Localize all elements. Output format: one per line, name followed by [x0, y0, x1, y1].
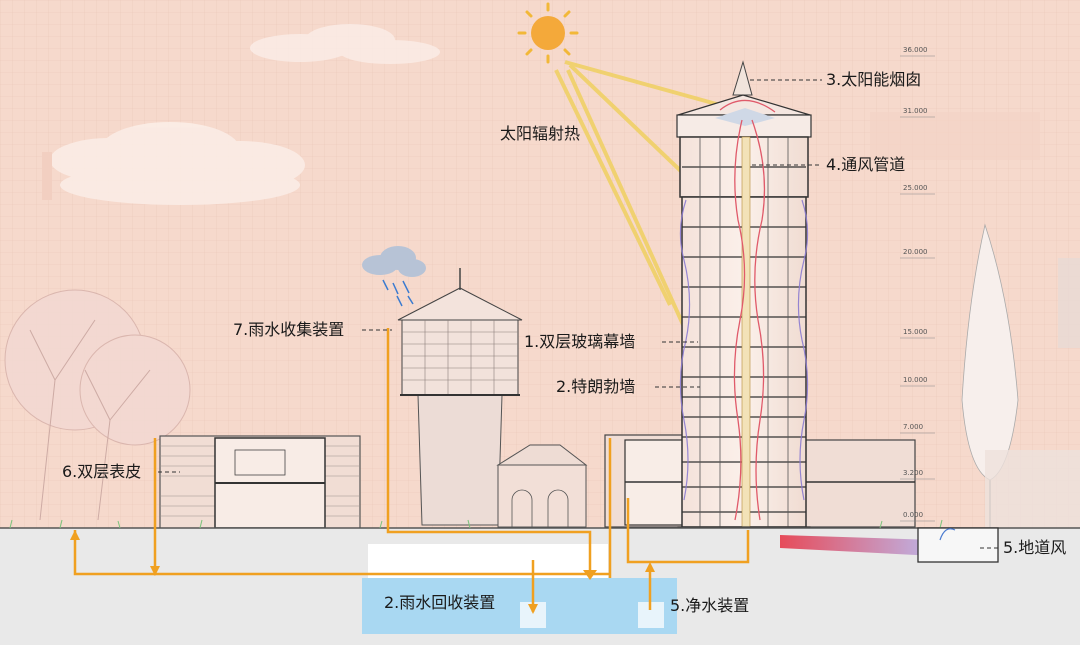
- tunnel-wind: [780, 527, 999, 563]
- label-double-glass: 1.双层玻璃幕墙: [524, 332, 636, 351]
- building-middle: [496, 444, 588, 528]
- elevation-label: 7.000: [903, 423, 924, 431]
- solar-tower: [676, 60, 812, 556]
- far-right-block: [1058, 258, 1080, 348]
- elevation-label: 20.000: [903, 248, 928, 256]
- solar-rays: [554, 60, 721, 341]
- underground-chamber: [368, 544, 608, 578]
- cloud-right: [870, 112, 1040, 160]
- elevation-label: 36.000: [903, 46, 928, 54]
- sun-icon: [517, 2, 579, 64]
- elevation-ticks: [900, 55, 935, 522]
- label-trombe-wall: 2.特朗勃墙: [556, 377, 636, 396]
- elevation-label: 15.000: [903, 328, 928, 336]
- elevation-label: 3.200: [903, 469, 924, 477]
- elevation-label: 10.000: [903, 376, 928, 384]
- building-left: [159, 435, 361, 531]
- label-water-purify: 5.净水装置: [670, 596, 750, 615]
- rain-recycle-tank: [362, 578, 677, 634]
- label-rain-collect: 7.雨水收集装置: [233, 320, 345, 339]
- leader-lines: [158, 79, 998, 549]
- label-rain-recycle: 2.雨水回收装置: [384, 593, 496, 612]
- water-tower: [397, 268, 523, 526]
- cloud-top: [250, 24, 440, 64]
- elevation-label: 0.000: [903, 511, 924, 519]
- cloud-edge: [42, 152, 52, 200]
- label-solar-heat: 太阳辐射热: [500, 124, 581, 143]
- cloud-left: [50, 122, 305, 205]
- label-double-skin: 6.双层表皮: [62, 462, 142, 481]
- rain-cloud-icon: [362, 246, 426, 307]
- label-vent-duct: 4.通风管道: [826, 155, 906, 174]
- pipe-arrowheads: [70, 530, 655, 614]
- label-solar-chimney: 3.太阳能烟囱: [826, 70, 922, 89]
- grass: [9, 519, 943, 529]
- building-right-low: [604, 434, 916, 528]
- label-tunnel-wind: 5.地道风: [1003, 538, 1067, 557]
- building-far-right: [985, 450, 1080, 530]
- tree-left: [4, 289, 191, 521]
- elevation-label: 25.000: [903, 184, 928, 192]
- elevation-label: 31.000: [903, 107, 928, 115]
